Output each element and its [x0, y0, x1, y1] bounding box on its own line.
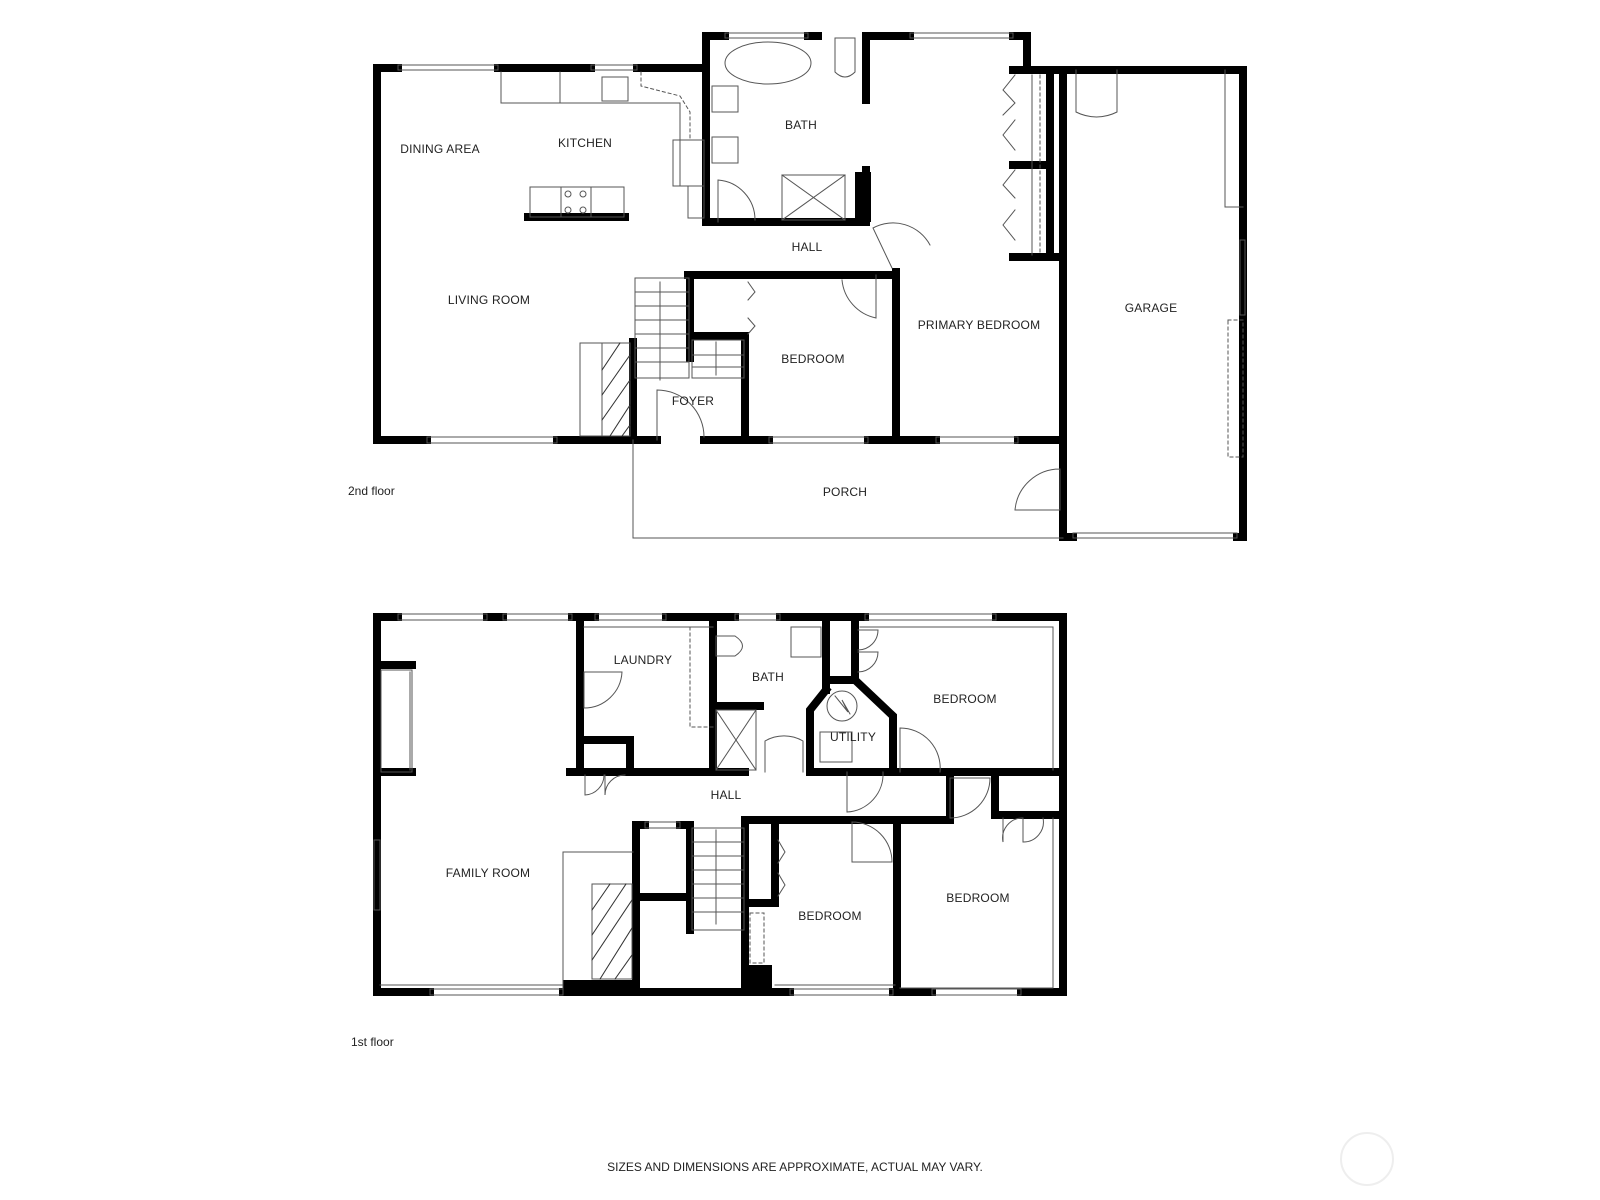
room-label-bath: BATH — [785, 118, 817, 132]
watermark-logo-icon — [1340, 1132, 1394, 1186]
room-label-kitchen: KITCHEN — [557, 136, 613, 150]
room-label-living-room: LIVING ROOM — [447, 293, 531, 307]
room-label-porch: PORCH — [822, 485, 868, 499]
room-label-garage: GARAGE — [1124, 301, 1178, 315]
room-label-bedroom-1st-se: BEDROOM — [946, 891, 1010, 905]
room-label-bedroom: BEDROOM — [781, 352, 845, 366]
room-label-primary-bedroom: PRIMARY BEDROOM — [917, 318, 1041, 332]
room-label-foyer: FOYER — [671, 394, 715, 408]
second-floor-plan — [373, 32, 1247, 541]
room-label-utility: UTILITY — [829, 730, 877, 744]
disclaimer-text: SIZES AND DIMENSIONS ARE APPROXIMATE, AC… — [607, 1160, 983, 1174]
room-label-family-room: FAMILY ROOM — [445, 866, 531, 880]
room-label-laundry: LAUNDRY — [613, 653, 673, 667]
room-label-hall: HALL — [791, 240, 823, 254]
first-floor-plan — [373, 613, 1067, 996]
room-label-bath-1st: BATH — [752, 670, 784, 684]
room-label-bedroom-1st-ne: BEDROOM — [933, 692, 997, 706]
room-label-bedroom-1st-sw: BEDROOM — [798, 909, 862, 923]
room-label-hall-1st: HALL — [710, 788, 742, 802]
room-label-dining-area: DINING AREA — [400, 142, 480, 156]
floor-label-2nd: 2nd floor — [348, 484, 395, 498]
floor-label-1st: 1st floor — [351, 1035, 394, 1049]
